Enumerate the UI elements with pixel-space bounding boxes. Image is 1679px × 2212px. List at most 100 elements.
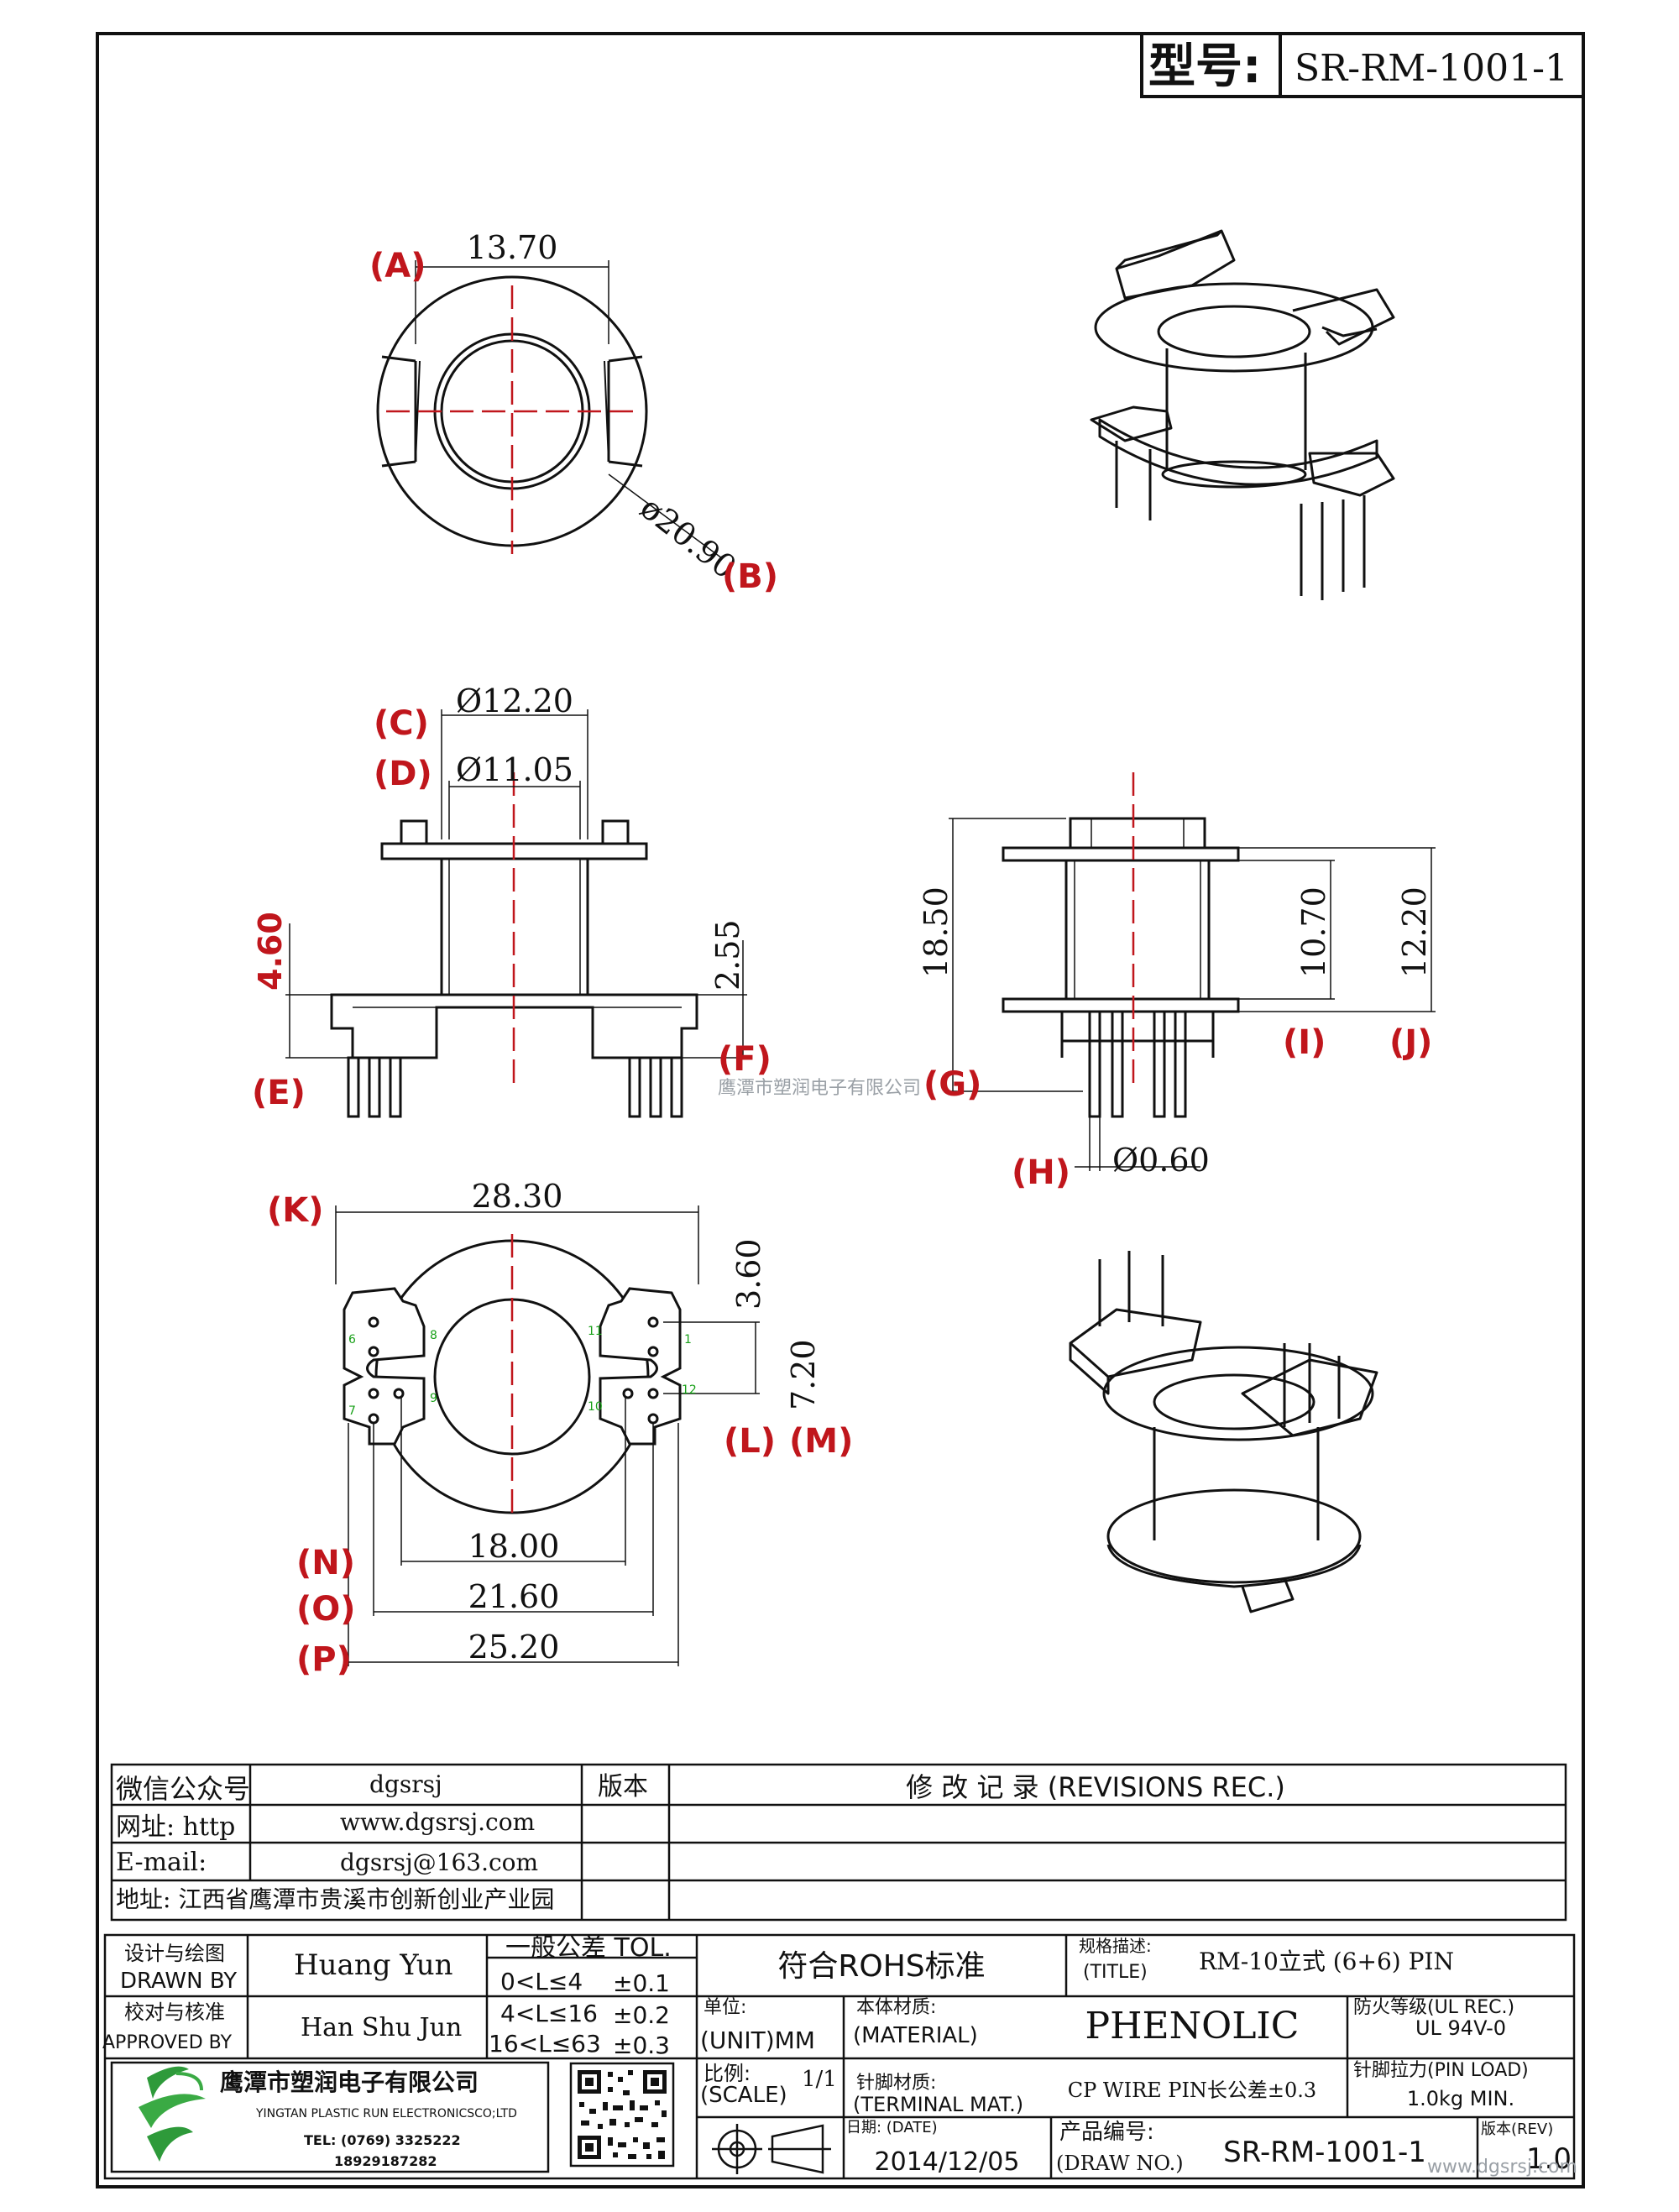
tol-value-2: ±0.2	[613, 2001, 670, 2029]
approved-cn: 校对与核准	[124, 2000, 225, 2024]
dim-j-label: (J)	[1389, 1023, 1432, 1062]
dim-b-label: (B)	[722, 557, 778, 596]
wechat-label: 微信公众号	[116, 1773, 250, 1805]
dim-h-label: (H)	[1012, 1153, 1070, 1192]
approved-name: Han Shu Jun	[301, 2013, 462, 2042]
dim-e-label: (E)	[252, 1074, 306, 1112]
date-cn: 日期: (DATE)	[846, 2119, 938, 2136]
company-mobile: 18929187282	[334, 2153, 437, 2169]
dim-j-value: 12.20	[1396, 886, 1433, 978]
center-watermark: 鹰潭市塑润电子有限公司	[718, 1078, 921, 1099]
model-number: SR-RM-1001-1	[1295, 47, 1568, 90]
date-value: 2014/12/05	[875, 2147, 1020, 2177]
tol-range-1: 0<L≤4	[500, 1968, 583, 1995]
iso-view-top	[1090, 229, 1395, 600]
terminal-value: CP WIRE PIN长公差±0.3	[1068, 2079, 1316, 2102]
unit-en: (UNIT)MM	[700, 2026, 815, 2054]
material-cn: 本体材质:	[856, 1997, 936, 2018]
revisions-title: 修 改 记 录 (REVISIONS REC.)	[906, 1771, 1285, 1803]
unit-cn: 单位:	[704, 1997, 746, 2018]
dim-i-value: 10.70	[1295, 886, 1332, 978]
tol-range-3: 16<L≤63	[489, 2030, 601, 2058]
pin-number-9: 9	[430, 1392, 437, 1405]
dim-o-value: 21.60	[468, 1578, 560, 1615]
dim-d-value: Ø11.05	[456, 751, 573, 788]
pin-number-1: 1	[684, 1333, 692, 1347]
title-block	[103, 1933, 1576, 2180]
tol-value-3: ±0.3	[613, 2032, 670, 2059]
qr-code	[578, 2070, 667, 2159]
pinload-value: 1.0kg MIN.	[1407, 2087, 1514, 2110]
material-en: (MATERIAL)	[853, 2023, 978, 2048]
pin-number-8: 8	[430, 1329, 437, 1342]
dim-f-label: (F)	[718, 1040, 772, 1079]
dim-l-label: (L)	[724, 1422, 776, 1461]
pin-number-7: 7	[348, 1404, 356, 1418]
model-header: 型号: SR-RM-1001-1	[1140, 32, 1585, 98]
dim-g-value: 18.50	[918, 886, 955, 978]
company-tel: TEL: (0769) 3325222	[304, 2132, 461, 2148]
web-label: 网址: http	[116, 1812, 235, 1842]
side-view	[949, 772, 1436, 1171]
corner-watermark: www.dgsrsj.com	[1427, 2157, 1577, 2178]
outer-frame	[96, 32, 1585, 2188]
info-table	[110, 1763, 1567, 1922]
dim-k-value: 28.30	[472, 1178, 563, 1215]
dim-a-label: (A)	[369, 247, 426, 285]
dim-p-value: 25.20	[468, 1629, 560, 1666]
dim-m-value: 7.20	[785, 1339, 822, 1410]
dim-n-label: (N)	[296, 1544, 355, 1582]
address: 地址: 江西省鹰潭市贵溪市创新创业产业园	[116, 1885, 554, 1913]
company-logo	[139, 2066, 206, 2162]
dim-f-value: 2.55	[709, 919, 746, 991]
drawn-en: DRAWN BY	[120, 1969, 237, 1994]
email-label: E-mail:	[116, 1848, 207, 1877]
dim-p-label: (P)	[296, 1640, 352, 1679]
version-label: 版本	[598, 1772, 648, 1801]
drawn-cn: 设计与绘图	[124, 1942, 225, 1965]
email-value: dgsrsj@163.com	[340, 1849, 538, 1876]
rev-value: 1.0	[1526, 2142, 1572, 2176]
drawno-value: SR-RM-1001-1	[1223, 2136, 1426, 2169]
dim-n-value: 18.00	[468, 1528, 560, 1565]
bottom-view	[335, 1205, 760, 1666]
scale-en: (SCALE)	[700, 2083, 787, 2108]
material-value: PHENOLIC	[1085, 2005, 1300, 2047]
tol-value-1: ±0.1	[613, 1969, 670, 1997]
approved-en: APPROVED BY	[102, 2032, 233, 2053]
dim-i-label: (I)	[1283, 1023, 1326, 1062]
title-en: (TITLE)	[1083, 1962, 1148, 1983]
dim-a-value: 13.70	[467, 229, 558, 266]
drawn-name: Huang Yun	[294, 1948, 453, 1982]
dim-g-label: (G)	[923, 1065, 981, 1104]
scale-value: 1/1	[802, 2067, 837, 2092]
title-value: RM-10立式 (6+6) PIN	[1199, 1948, 1454, 1975]
pinload-cn: 针脚拉力(PIN LOAD)	[1353, 2060, 1529, 2081]
dim-e-value: 4.60	[252, 912, 289, 991]
pin-number-10: 10	[588, 1400, 603, 1414]
dim-o-label: (O)	[296, 1590, 356, 1629]
drawno-cn: 产品编号:	[1059, 2120, 1154, 2145]
pin-number-11: 11	[588, 1325, 603, 1338]
pin-number-6: 6	[348, 1333, 356, 1347]
dim-l-value: 3.60	[730, 1238, 767, 1310]
terminal-cn: 针脚材质:	[856, 2073, 936, 2094]
iso-view-bottom	[1069, 1251, 1378, 1613]
dim-k-label: (K)	[267, 1191, 324, 1230]
dim-c-value: Ø12.20	[456, 682, 573, 719]
title-cn: 规格描述:	[1079, 1936, 1152, 1956]
dim-c-label: (C)	[374, 704, 429, 743]
fire-cn: 防火等级(UL REC.)	[1353, 1997, 1514, 2018]
company-en: YINGTAN PLASTIC RUN ELECTRONICSCO;LTD	[255, 2107, 517, 2120]
tol-title: 一般公差 TOL.	[505, 1933, 672, 1963]
drawno-en: (DRAW NO.)	[1056, 2152, 1184, 2175]
model-label: 型号:	[1148, 39, 1261, 94]
scale-cn: 比例:	[704, 2062, 751, 2085]
tol-range-2: 4<L≤16	[500, 2000, 598, 2027]
web-value: www.dgsrsj.com	[340, 1808, 535, 1836]
fire-value: UL 94V-0	[1415, 2016, 1506, 2040]
wechat-value: dgsrsj	[369, 1770, 442, 1798]
top-view	[376, 260, 723, 559]
dim-d-label: (D)	[374, 755, 432, 793]
